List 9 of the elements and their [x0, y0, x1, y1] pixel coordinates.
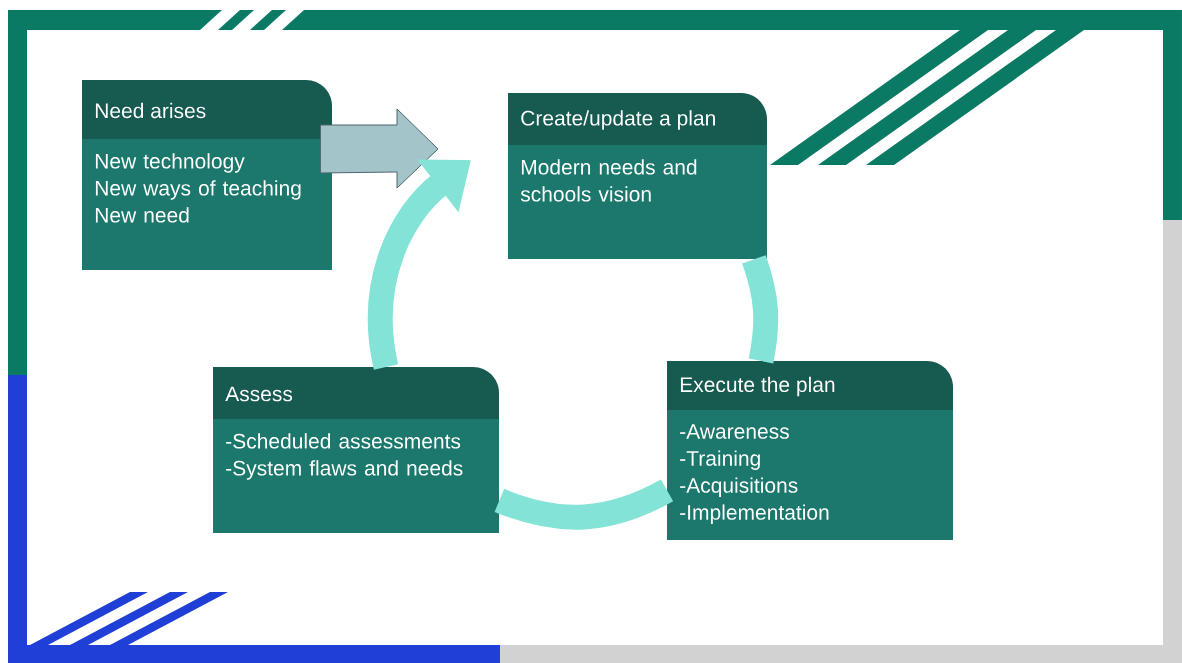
block-arrow: [319, 108, 439, 189]
node-label: Assess: [225, 386, 293, 402]
process-box: Execute the plan -Awareness -Training -Acquisitions -Implementation: [667, 361, 953, 540]
node-label: Create/update a plan: [521, 110, 715, 130]
node-label: Execute the plan: [680, 376, 835, 397]
node-label: Need arises: [95, 102, 206, 119]
process-box: Need arises New technology New ways of teaching New need: [82, 80, 332, 270]
process-box: Create/update a plan Modern needs and schools vision: [508, 93, 767, 259]
process-box: Assess -Scheduled assessments -System flaws and needs: [213, 367, 499, 533]
